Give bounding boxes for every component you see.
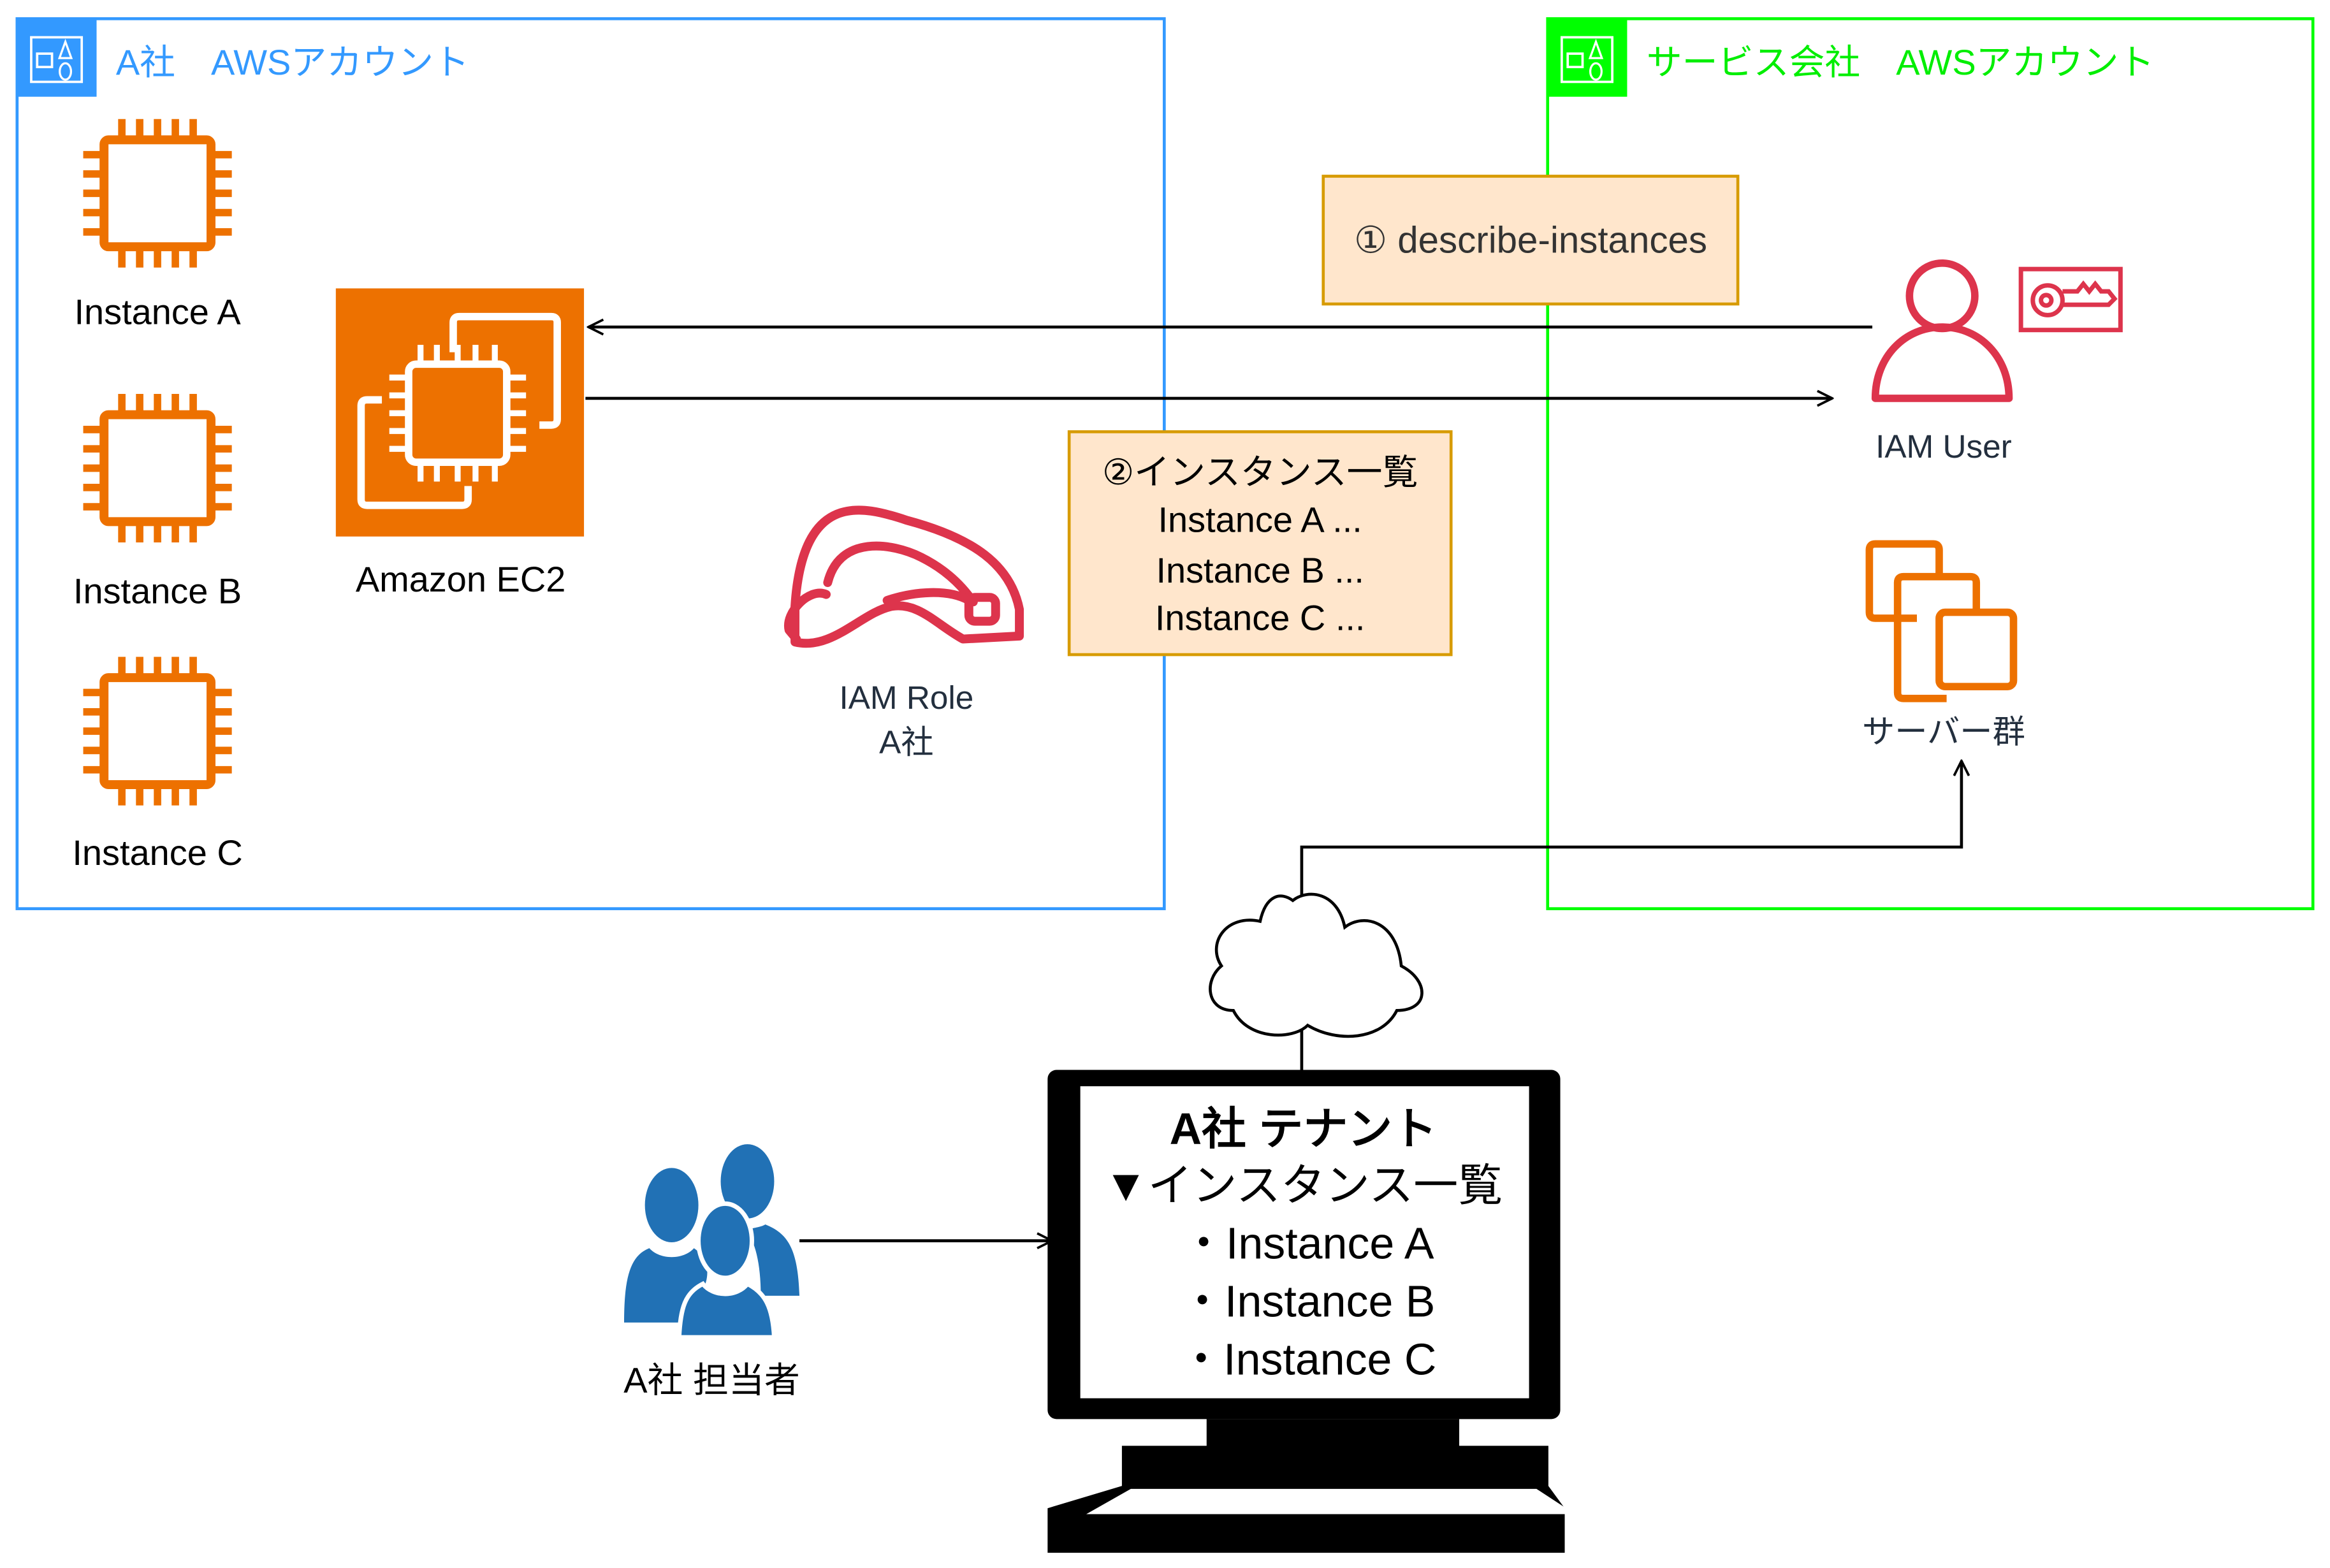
server-group[interactable]: サーバー群: [1862, 540, 2025, 750]
service-account-group[interactable]: サービス会社 AWSアカウント: [1545, 17, 2315, 910]
service-account-title: サービス会社 AWSアカウント: [1647, 42, 2155, 82]
staff-label: A社 担当者: [623, 1360, 800, 1400]
instance-b[interactable]: Instance B: [73, 394, 242, 611]
tenant-list-item: ・Instance C: [1179, 1334, 1436, 1384]
amazon-ec2-icon: [335, 288, 585, 537]
instance-c[interactable]: Instance C: [72, 657, 243, 873]
tenant-title: A社 テナント: [1170, 1104, 1437, 1154]
cloud-icon: [1209, 892, 1423, 1038]
instances-group-icon: [1865, 540, 2018, 702]
tenant-list-item: ・Instance B: [1180, 1276, 1435, 1326]
tenant-subtitle: ▼インスタンス一覧: [1103, 1161, 1503, 1210]
instance-c-label: Instance C: [72, 832, 242, 873]
response-note-line: Instance C ...: [1155, 598, 1365, 638]
monitor-icon: [1047, 1070, 1575, 1553]
iam-role-helmet-icon: [784, 505, 1024, 648]
instance-a-label: Instance A: [74, 291, 241, 331]
internet-to-servers-connector: [1300, 761, 1962, 1070]
iam-user-icon: [1871, 259, 2013, 402]
instance-a[interactable]: Instance A: [74, 119, 241, 332]
tenant-list-item: ・Instance A: [1181, 1219, 1434, 1268]
users-group-icon: [624, 1144, 800, 1340]
request-note: ① describe-instances: [1322, 175, 1740, 306]
a-company-staff[interactable]: A社 担当者: [623, 1144, 800, 1400]
response-note: ②インスタンス一覧 Instance A ... Instance B ... …: [1067, 430, 1453, 657]
iam-role[interactable]: IAM Role A社: [784, 505, 1024, 760]
server-group-label: サーバー群: [1862, 714, 2025, 750]
instance-b-label: Instance B: [73, 571, 242, 611]
response-note-title: ②インスタンス一覧: [1102, 452, 1418, 492]
account-a-group[interactable]: A社 AWSアカウント: [15, 17, 1166, 910]
ec2-instance-icon: [84, 119, 232, 268]
amazon-ec2[interactable]: Amazon EC2: [335, 288, 585, 599]
iam-role-label: IAM Role: [839, 679, 973, 716]
tenant-monitor[interactable]: A社 テナント ▼インスタンス一覧 ・Instance A ・Instance …: [1047, 1070, 1592, 1553]
internet-cloud: [1209, 892, 1423, 1038]
request-note-text: ① describe-instances: [1354, 220, 1707, 261]
amazon-ec2-label: Amazon EC2: [356, 559, 566, 599]
iam-user[interactable]: IAM User: [1871, 259, 2123, 465]
response-note-line: Instance B ...: [1156, 550, 1364, 590]
iam-user-label: IAM User: [1875, 428, 2012, 465]
account-a-title: A社 AWSアカウント: [116, 42, 469, 82]
aws-account-icon: [15, 17, 98, 98]
iam-role-owner-label: A社: [879, 724, 933, 760]
access-key-icon: [2018, 266, 2123, 333]
ec2-instance-icon: [84, 394, 232, 542]
aws-account-icon: [1545, 17, 1629, 98]
ec2-instance-icon: [84, 657, 232, 806]
response-note-line: Instance A ...: [1158, 500, 1362, 540]
